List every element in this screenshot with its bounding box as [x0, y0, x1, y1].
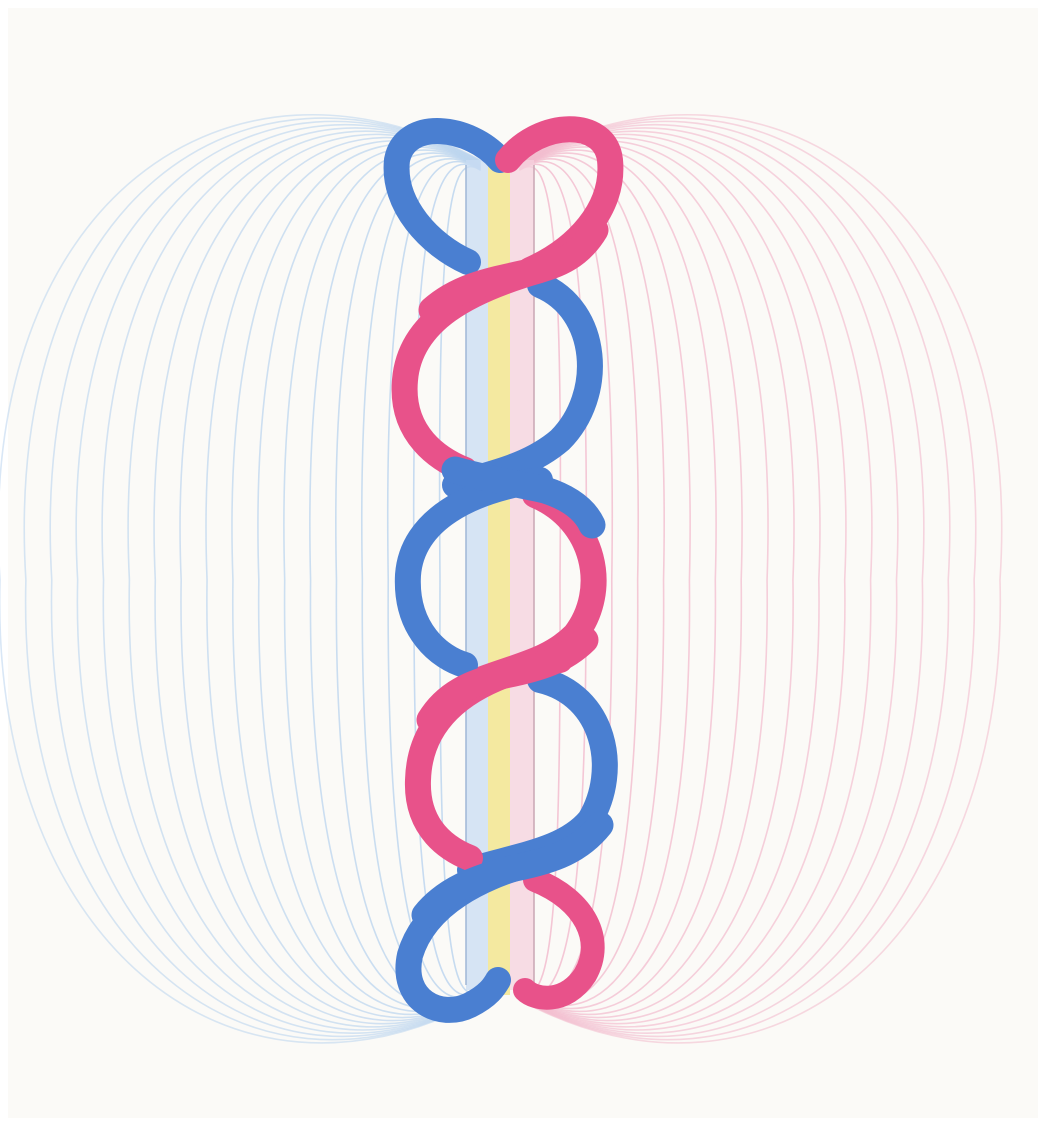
pencil-drawing [0, 0, 1042, 1124]
